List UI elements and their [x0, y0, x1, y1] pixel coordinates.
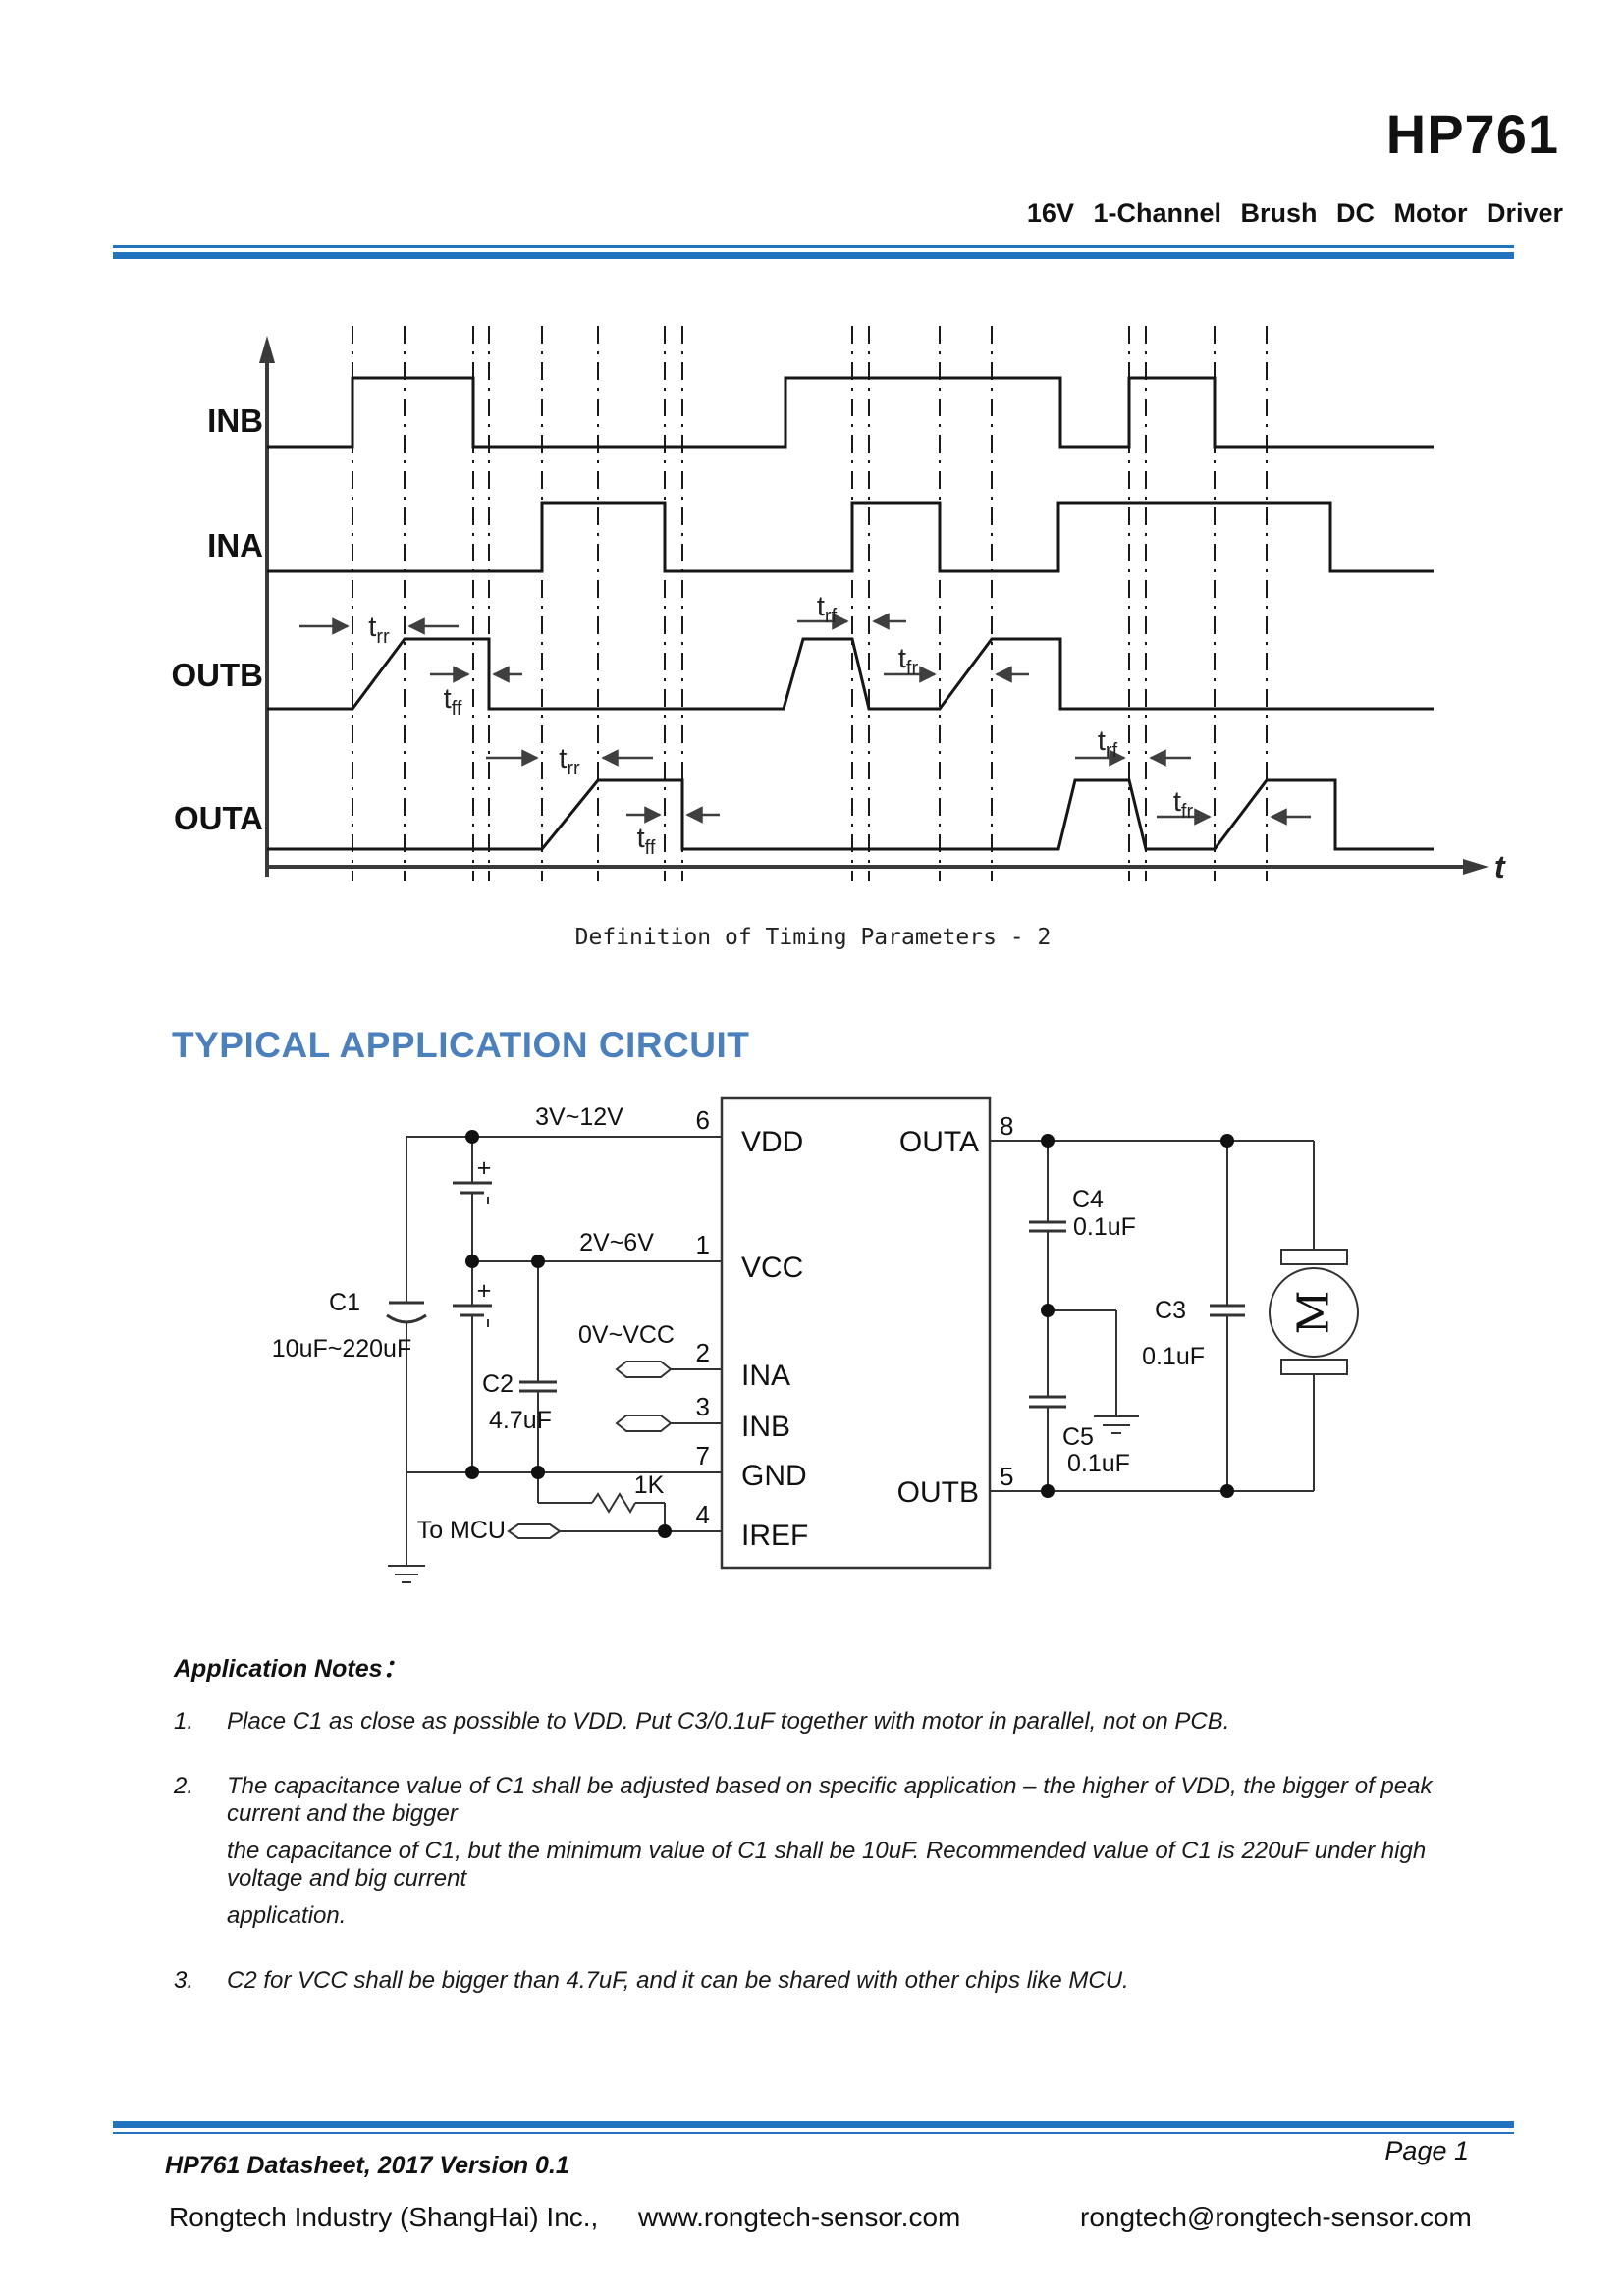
vdd-range-label: 3V~12V [535, 1103, 623, 1131]
pin-name-gnd: GND [741, 1460, 807, 1492]
outb-tfr-annotation: tfr [884, 643, 1029, 683]
c4-label: C4 [1072, 1186, 1104, 1213]
pin-name-vdd: VDD [741, 1126, 803, 1158]
svg-text:trr: trr [368, 612, 390, 648]
note-text: The capacitance value of C1 shall be adj… [227, 1773, 1433, 1827]
note-text: application. [227, 1902, 347, 1929]
signal-label-outa: OUTA [174, 800, 263, 836]
time-axis-label: t [1494, 849, 1506, 884]
outb-tff-annotation: tff [430, 666, 522, 720]
pin-number-2: 2 [696, 1338, 710, 1367]
vcc-range-label: 2V~6V [579, 1229, 654, 1256]
pin-name-outb: OUTB [897, 1476, 979, 1509]
motor: M [1269, 1249, 1359, 1375]
capacitor-c2 [519, 1380, 557, 1393]
junction-dots [465, 1130, 1234, 1538]
pin-name-ina: INA [741, 1360, 790, 1392]
svg-text:tfr: tfr [1173, 786, 1194, 823]
pin-number-6: 6 [696, 1105, 710, 1135]
figure-caption: Definition of Timing Parameters - 2 [574, 925, 1052, 950]
c3-label: C3 [1155, 1297, 1186, 1324]
page-title: HP761 [1385, 103, 1559, 165]
pin-number-8: 8 [1000, 1111, 1013, 1141]
waveform-inb [267, 376, 1434, 449]
ina-connector [615, 1361, 673, 1378]
inb-connector [615, 1415, 673, 1432]
svg-text:tfr: tfr [898, 643, 919, 679]
footer-version: HP761 Datasheet, 2017 Version 0.1 [165, 2152, 569, 2179]
svg-text:trf: trf [1098, 725, 1118, 762]
pin-number-3: 3 [696, 1392, 710, 1421]
svg-text:trf: trf [817, 591, 838, 627]
c5-value: 0.1uF [1067, 1450, 1130, 1477]
capacitor-c1 [386, 1301, 427, 1324]
waveform-outa [267, 778, 1434, 851]
note-number: 3. [174, 1967, 194, 1994]
capacitor-c3 [1210, 1304, 1245, 1317]
footer-company: Rongtech Industry (ShangHai) Inc., [169, 2202, 599, 2232]
signal-label-inb: INB [207, 402, 263, 439]
mcu-connector [507, 1523, 562, 1539]
pin-number-7: 7 [696, 1441, 710, 1470]
pin-number-5: 5 [1000, 1462, 1013, 1491]
c2-label: C2 [482, 1370, 514, 1398]
input-range-label: 0V~VCC [578, 1321, 675, 1349]
footer-double-rule [113, 2121, 1514, 2134]
outa-trf-annotation: trf [1075, 725, 1191, 767]
c2-value: 4.7uF [489, 1407, 552, 1434]
pin-name-outa: OUTA [899, 1126, 979, 1158]
resistor-1k [591, 1492, 636, 1514]
r1-value: 1K [634, 1471, 665, 1499]
c1-value: 10uF~220uF [272, 1335, 411, 1362]
waveform-outb [267, 637, 1434, 711]
ground-symbol-left [388, 1565, 425, 1583]
pin-name-inb: INB [741, 1411, 790, 1443]
signal-label-ina: INA [207, 527, 263, 563]
note-text: the capacitance of C1, but the minimum v… [227, 1838, 1427, 1892]
pin-name-iref: IREF [741, 1520, 808, 1552]
timing-diagram: t INB INA OUTB OUTA trr tff trf [172, 326, 1506, 884]
application-circuit: + + [272, 1096, 1359, 1583]
pin-number-1: 1 [696, 1230, 710, 1259]
ground-symbol-right [1094, 1415, 1139, 1434]
axes: t [259, 336, 1506, 884]
section-heading: TYPICAL APPLICATION CIRCUIT [172, 1025, 750, 1065]
capacitor-c5 [1029, 1395, 1066, 1409]
c1-label: C1 [329, 1289, 360, 1316]
svg-text:trr: trr [559, 743, 580, 779]
motor-label: M [1289, 1290, 1339, 1334]
to-mcu-label: To MCU [417, 1517, 506, 1544]
svg-text:tff: tff [444, 683, 462, 720]
c3-value: 0.1uF [1142, 1343, 1205, 1370]
note-number: 1. [174, 1708, 194, 1735]
footer-page-number: Page 1 [1384, 2136, 1469, 2165]
capacitor-bulk-bottom: + [453, 1277, 492, 1327]
c4-value: 0.1uF [1073, 1213, 1136, 1241]
svg-text:+: + [477, 1154, 492, 1182]
waveform-ina [267, 501, 1434, 573]
pin-number-4: 4 [696, 1500, 710, 1529]
outa-trr-annotation: trr [486, 743, 653, 779]
svg-text:tff: tff [637, 823, 656, 859]
note-number: 2. [174, 1773, 194, 1799]
c5-label: C5 [1062, 1423, 1094, 1451]
page-subtitle: 16V 1-Channel Brush DC Motor Driver [1026, 198, 1563, 228]
capacitor-c4 [1029, 1220, 1066, 1233]
notes-heading: Application Notes： [174, 1655, 407, 1682]
signal-label-outb: OUTB [172, 657, 264, 693]
footer-email: rongtech@rongtech-sensor.com [1080, 2202, 1472, 2232]
pin-name-vcc: VCC [741, 1252, 803, 1284]
note-text: C2 for VCC shall be bigger than 4.7uF, a… [227, 1967, 1129, 1994]
svg-text:+: + [477, 1277, 492, 1305]
outa-tfr-annotation: tfr [1157, 786, 1311, 826]
note-text: Place C1 as close as possible to VDD. Pu… [227, 1708, 1230, 1735]
header-double-rule [113, 245, 1514, 259]
outa-tff-annotation: tff [626, 806, 720, 859]
outb-trf-annotation: trf [797, 591, 906, 630]
footer-website: www.rongtech-sensor.com [638, 2202, 961, 2232]
capacitor-bulk-top: + [453, 1154, 492, 1204]
outb-trr-annotation: trr [299, 612, 459, 648]
ic-body [720, 1096, 992, 1570]
